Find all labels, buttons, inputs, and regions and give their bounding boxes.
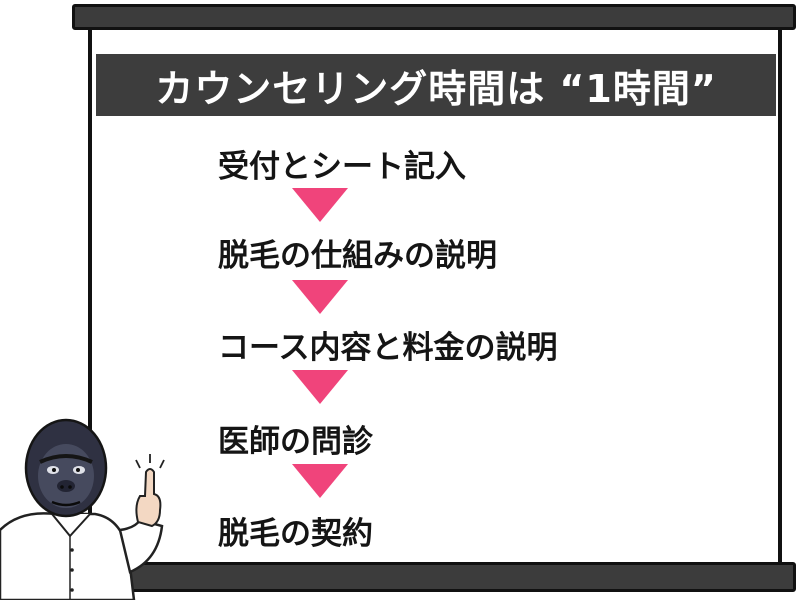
down-triangle-icon <box>292 280 348 314</box>
title-banner: カウンセリング時間は “1時間” <box>96 54 776 116</box>
gorilla-presenter-illustration <box>0 418 165 600</box>
step-contract: 脱毛の契約 <box>218 516 373 552</box>
step-course-and-price: コース内容と料金の説明 <box>218 330 558 366</box>
down-triangle-icon <box>292 370 348 404</box>
step-doctor-consultation: 医師の問診 <box>218 424 373 460</box>
step-reception: 受付とシート記入 <box>218 149 466 185</box>
down-triangle-icon <box>292 464 348 498</box>
step-hair-removal-explanation: 脱毛の仕組みの説明 <box>218 238 497 274</box>
screen-top-roller <box>72 4 796 30</box>
screen-bottom-roller <box>100 562 796 592</box>
down-triangle-icon <box>292 188 348 222</box>
page-title: カウンセリング時間は “1時間” <box>155 66 717 111</box>
projection-screen <box>88 30 782 566</box>
